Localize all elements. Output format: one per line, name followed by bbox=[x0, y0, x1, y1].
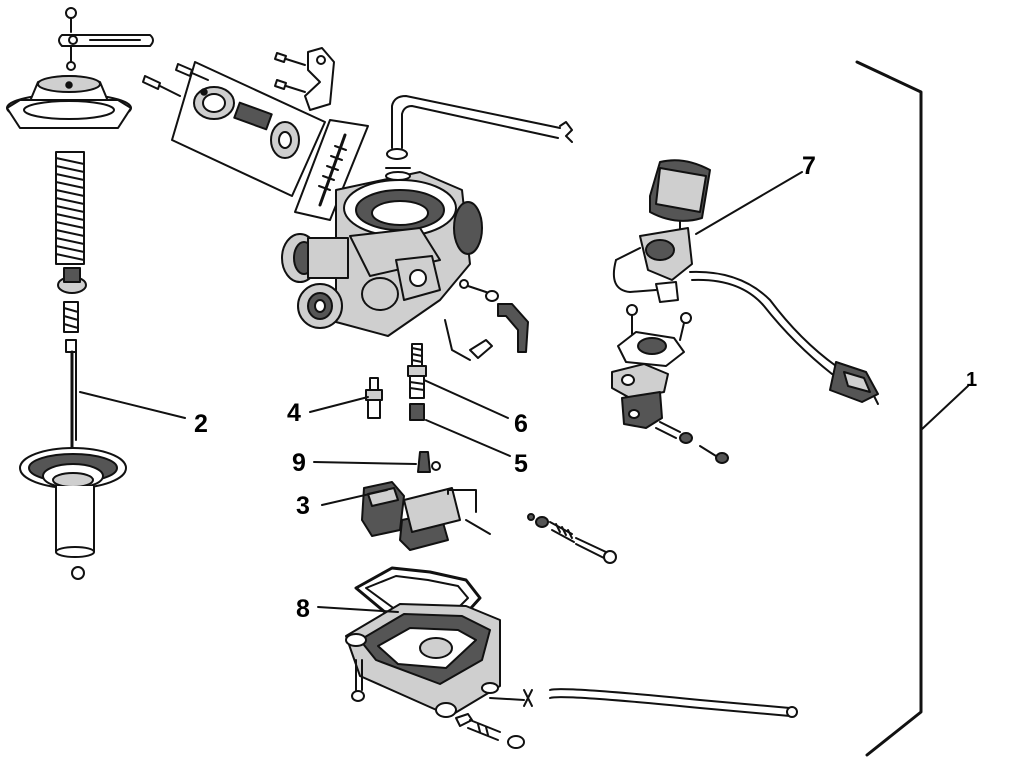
drain-hose bbox=[549, 688, 798, 718]
callout-4: 4 bbox=[287, 399, 301, 427]
main-jet-5 bbox=[409, 403, 425, 421]
needle-jet-6 bbox=[407, 343, 427, 399]
vacuum-piston-assembly bbox=[6, 7, 154, 580]
leader-lines bbox=[79, 171, 969, 613]
callout-7: 7 bbox=[802, 152, 816, 180]
callout-3: 3 bbox=[296, 492, 310, 520]
callout-8: 8 bbox=[296, 595, 310, 623]
pilot-jet-4 bbox=[365, 377, 383, 419]
throttle-bracket bbox=[274, 47, 335, 111]
spring bbox=[55, 151, 85, 265]
float-3 bbox=[361, 481, 491, 551]
auto-choke-7 bbox=[611, 159, 879, 464]
top-cover-plate-assembly bbox=[142, 61, 369, 221]
float-bowl bbox=[345, 603, 501, 718]
callout-1: 1 bbox=[966, 369, 977, 391]
throttle-stop-screw bbox=[444, 279, 529, 361]
carburetor-body bbox=[281, 167, 483, 337]
assembly-bracket bbox=[855, 60, 923, 757]
callout-5: 5 bbox=[514, 450, 528, 478]
callout-6: 6 bbox=[514, 410, 528, 438]
callout-9: 9 bbox=[292, 449, 306, 477]
idle-adjust-screw bbox=[527, 513, 617, 564]
callout-2: 2 bbox=[194, 410, 208, 438]
vent-hose-top bbox=[386, 95, 573, 160]
bowl-screws bbox=[351, 659, 533, 749]
float-needle-9 bbox=[417, 451, 441, 473]
